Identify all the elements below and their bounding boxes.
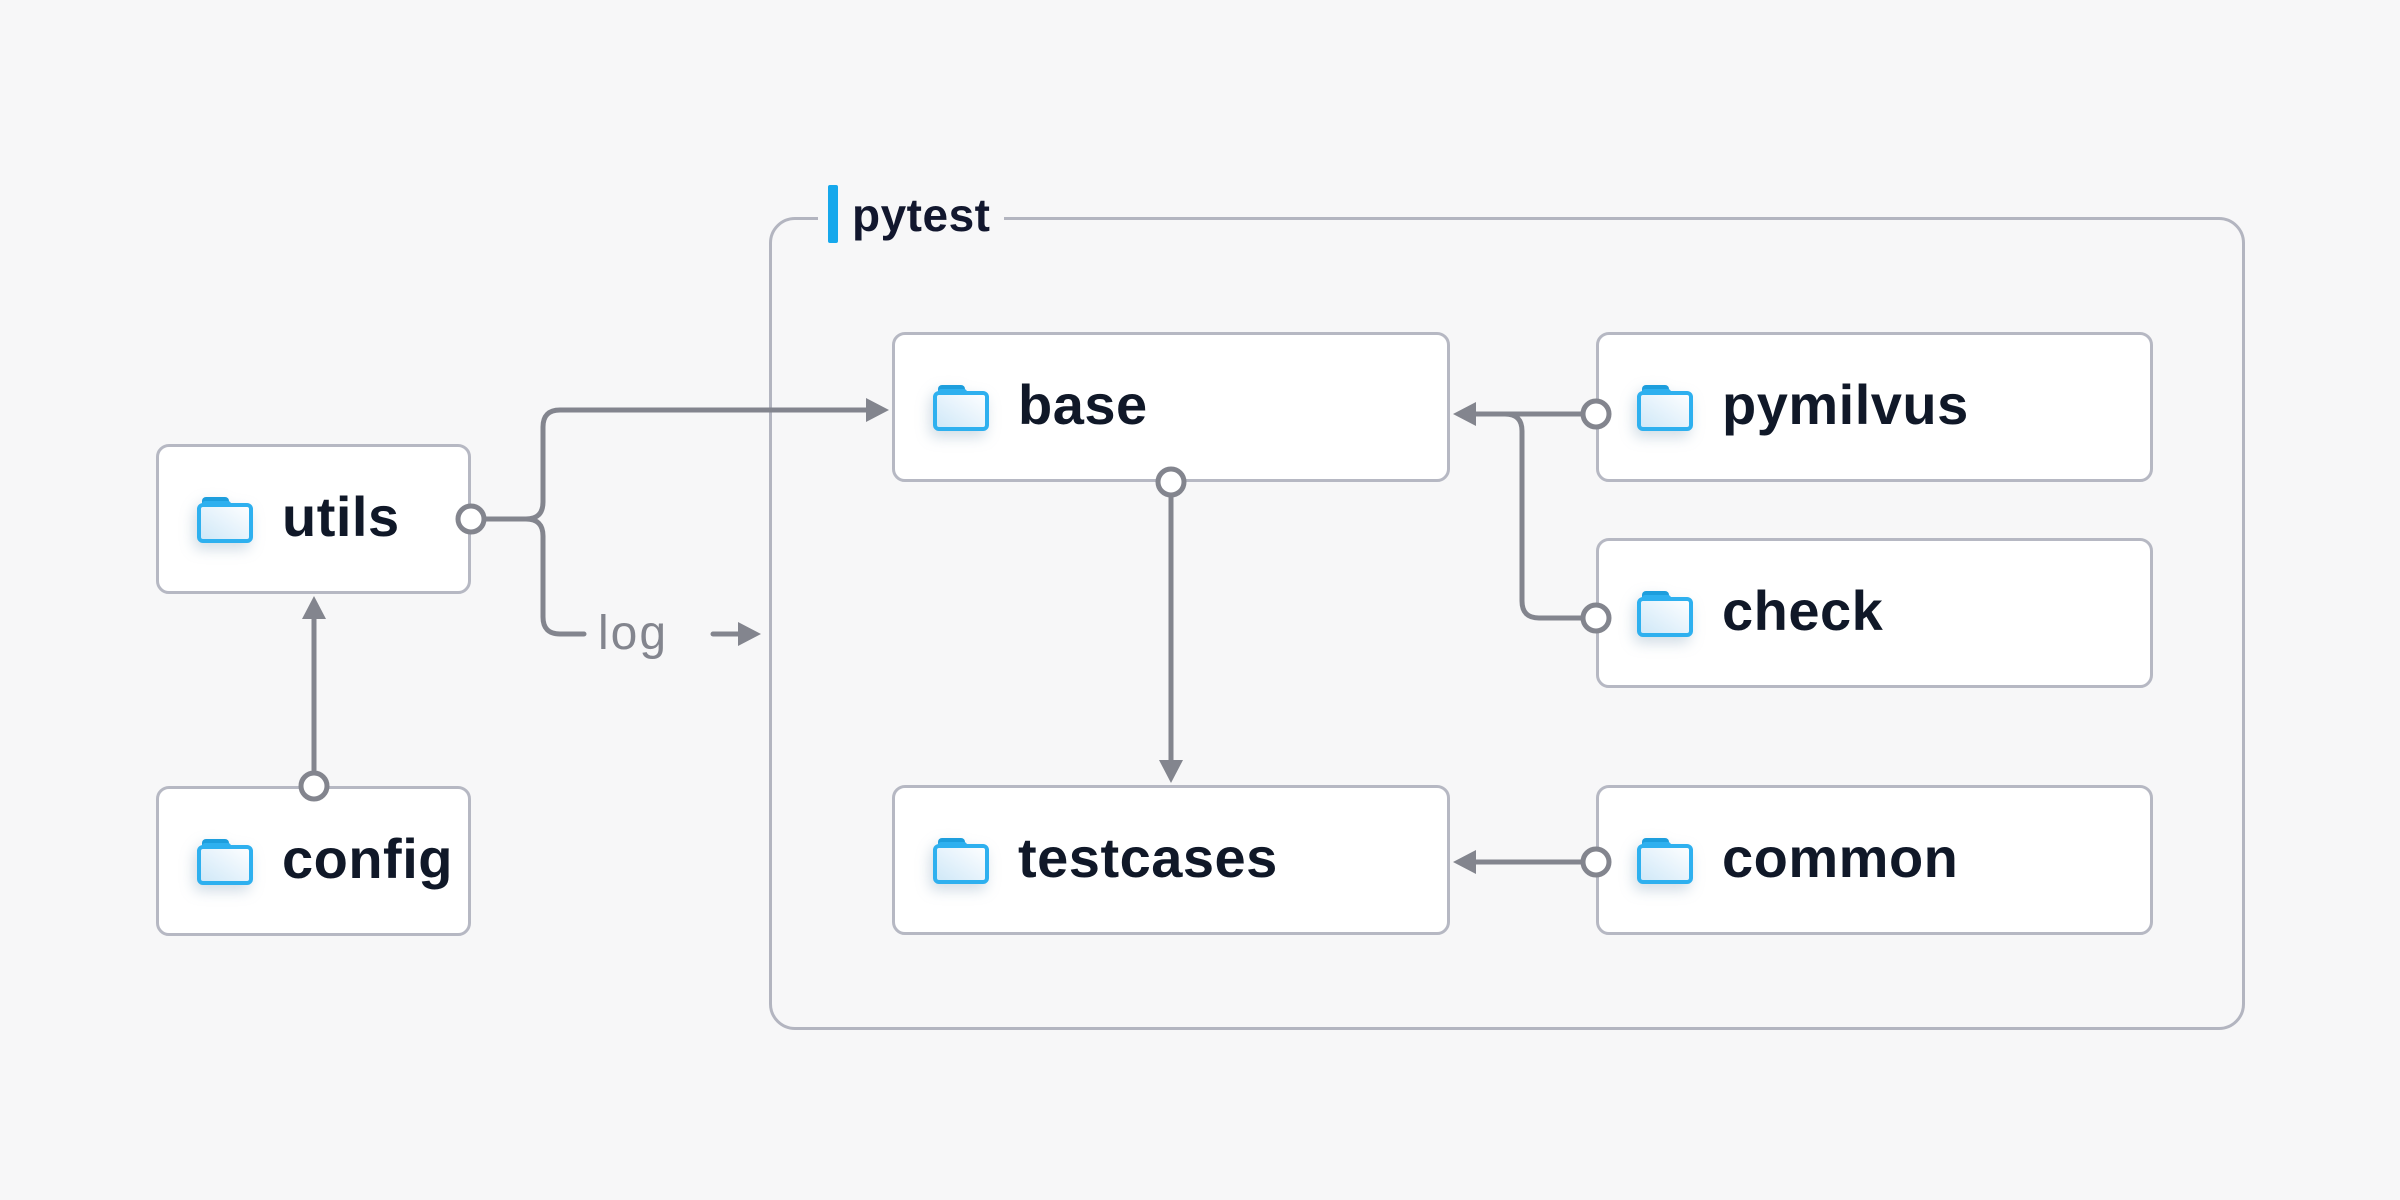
folder-icon: [197, 497, 253, 543]
node-label: config: [282, 827, 453, 890]
folder-icon: [1637, 838, 1693, 884]
node-config: config: [156, 786, 471, 936]
folder-icon: [933, 838, 989, 884]
node-label: testcases: [1018, 826, 1278, 889]
node-pymilvus: pymilvus: [1596, 332, 2153, 482]
folder-icon: [933, 385, 989, 431]
node-utils: utils: [156, 444, 471, 594]
node-label: base: [1018, 373, 1148, 436]
edge-label-log: log: [598, 607, 669, 660]
folder-icon: [1637, 591, 1693, 637]
node-label: utils: [282, 485, 400, 548]
node-common: common: [1596, 785, 2153, 935]
pytest-group-title: pytest: [852, 189, 991, 241]
node-testcases: testcases: [892, 785, 1450, 935]
pytest-group-label: pytest: [818, 185, 1005, 243]
folder-icon: [1637, 385, 1693, 431]
folder-icon: [197, 839, 253, 885]
edge-config-utils: [298, 596, 330, 802]
node-label: check: [1722, 579, 1884, 642]
pytest-group-container: [769, 217, 2245, 1030]
node-label: common: [1722, 826, 1959, 889]
node-label: pymilvus: [1722, 373, 1969, 436]
accent-bar-icon: [828, 185, 838, 243]
node-base: base: [892, 332, 1450, 482]
node-check: check: [1596, 538, 2153, 688]
